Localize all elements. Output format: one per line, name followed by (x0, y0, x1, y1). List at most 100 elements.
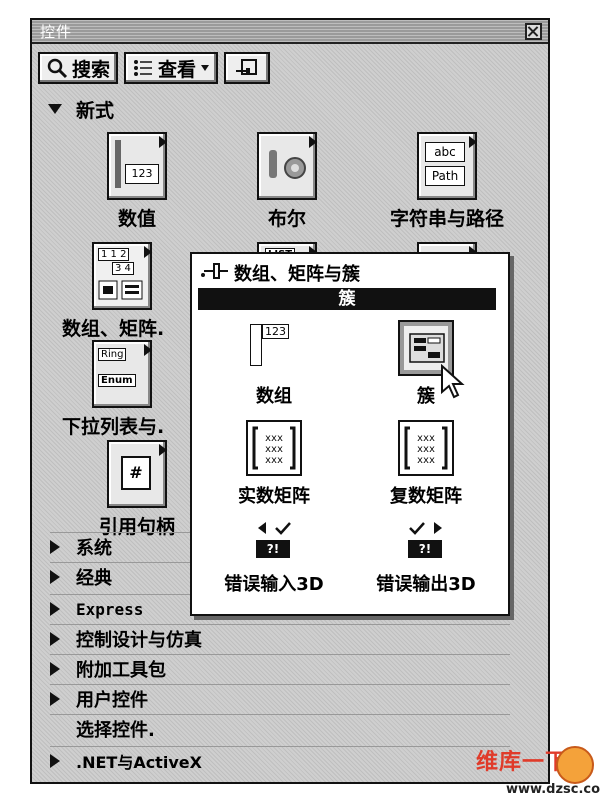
mouse-cursor-icon (440, 363, 466, 404)
category-label: 经典 (76, 568, 112, 589)
close-icon[interactable] (525, 23, 542, 40)
submenu-item-label: 簇 (417, 386, 435, 407)
palette-item-label: 字符串与路径 (389, 208, 504, 230)
submenu-item-label: 实数矩阵 (238, 486, 310, 507)
section-new[interactable]: 新式 (48, 96, 114, 122)
watermark-url: www.dzsc.com (506, 782, 600, 797)
palette-item-string-path[interactable]: abc Path 字符串与路径 (362, 132, 532, 231)
string-control-icon: abc Path (417, 132, 477, 200)
array-control-icon: 1 1 2 3 4 (92, 242, 152, 310)
palette-toolbar: 搜索 查看 (38, 52, 271, 88)
expand-down-icon (48, 104, 62, 114)
palette-item-label: 下拉列表与. (62, 416, 165, 438)
submenu-arrow-icon (144, 246, 152, 258)
error-icon-text: ?! (256, 540, 290, 558)
numeric-icon-text: 123 (125, 164, 159, 184)
palette-item-boolean[interactable]: 布尔 (212, 132, 362, 231)
category-user-controls[interactable]: 用户控件 (50, 684, 510, 713)
array-icon-text: 1 1 2 (98, 248, 130, 261)
search-icon (46, 57, 68, 79)
category-label: 系统 (76, 538, 112, 559)
submenu-arrow-icon (159, 136, 167, 148)
watermark-logo: 维库一下 www.dzsc.com (466, 740, 600, 804)
category-label: 附加工具包 (76, 660, 166, 681)
submenu-arrow-icon (159, 444, 167, 456)
section-new-label: 新式 (76, 99, 115, 122)
error-icon-text: ?! (408, 540, 442, 558)
array-icon-text-2: 3 4 (112, 262, 134, 275)
submenu-item-error-in[interactable]: ?! 错误输入3D (204, 520, 344, 596)
category-label: 用户控件 (76, 690, 148, 711)
window-title: 控件 (40, 23, 73, 41)
watermark-text: 维库一下 (476, 750, 569, 775)
array-icon: 123 (246, 320, 302, 376)
palette-item-numeric[interactable]: 123 数值 (62, 132, 212, 231)
svg-text:xxx: xxx (265, 433, 283, 444)
svg-text:xxx: xxx (265, 455, 283, 466)
view-button[interactable]: 查看 (124, 52, 219, 84)
cluster-icon (398, 320, 454, 376)
view-button-label: 查看 (158, 58, 197, 81)
dropdown-icon (200, 63, 210, 73)
refnum-control-icon: # (107, 440, 167, 508)
ring-enum-control-icon: Ring Enum (92, 340, 152, 408)
submenu-item-cluster[interactable]: 簇 (356, 320, 496, 408)
expand-right-icon (50, 540, 60, 554)
array-icon-text: 123 (262, 324, 289, 339)
enum-icon-text: Enum (98, 374, 136, 387)
svg-text:xxx: xxx (417, 433, 435, 444)
submenu-title: 数组、矩阵与簇 (200, 260, 360, 286)
category-control-design[interactable]: 控制设计与仿真 (50, 624, 510, 653)
svg-text:xxx: xxx (417, 444, 435, 455)
ring-icon-text: Ring (98, 348, 127, 361)
category-label: .NET与ActiveX (76, 753, 202, 772)
submenu-arrow-icon (144, 344, 152, 356)
category-addons[interactable]: 附加工具包 (50, 654, 510, 683)
submenu-title-text: 数组、矩阵与簇 (234, 264, 360, 285)
expand-right-icon (50, 632, 60, 646)
palette-item-label: 布尔 (267, 208, 306, 230)
palette-item-array-matrix[interactable]: 1 1 2 3 4 数组、矩阵. (62, 242, 182, 341)
expand-right-icon (50, 692, 60, 706)
expand-right-icon (50, 570, 60, 584)
submenu-item-label: 数组 (256, 386, 292, 407)
error-out-icon: ?! (398, 520, 454, 564)
svg-text:xxx: xxx (265, 444, 283, 455)
category-label: 选择控件. (76, 720, 155, 741)
palette-item-ring-enum[interactable]: Ring Enum 下拉列表与. (62, 340, 182, 439)
title-bar[interactable]: 控件 (32, 20, 548, 44)
submenu-item-error-out[interactable]: ?! 错误输出3D (356, 520, 496, 596)
svg-text:xxx: xxx (417, 455, 435, 466)
mascot-icon (556, 746, 594, 784)
refnum-icon-text: # (121, 456, 151, 490)
search-button[interactable]: 搜索 (38, 52, 119, 84)
pin-icon (234, 57, 260, 79)
submenu-item-label: 复数矩阵 (390, 486, 462, 507)
category-label: 控制设计与仿真 (76, 630, 202, 651)
expand-right-icon (50, 754, 60, 768)
view-options-icon (132, 57, 154, 79)
palette-item-label: 数组、矩阵. (62, 318, 165, 340)
submenu-item-label: 错误输出3D (376, 574, 476, 595)
submenu-item-label: 错误输入3D (224, 574, 324, 595)
category-select-control[interactable]: 选择控件. (50, 714, 510, 743)
boolean-control-icon (257, 132, 317, 200)
submenu-item-array[interactable]: 123 数组 (204, 320, 344, 408)
pin-button[interactable] (224, 52, 271, 84)
submenu-highlight-bar: 簇 (198, 288, 496, 310)
category-label: Express (76, 599, 144, 619)
search-button-label: 搜索 (72, 58, 111, 81)
string-icon-text: abc (425, 142, 465, 162)
pin-icon[interactable] (200, 262, 230, 285)
numeric-control-icon: 123 (107, 132, 167, 200)
submenu-arrow-icon (469, 136, 477, 148)
path-icon-text: Path (425, 166, 465, 186)
category-dotnet-activex[interactable]: .NET与ActiveX (50, 746, 510, 775)
submenu-arrow-icon (309, 136, 317, 148)
error-in-icon: ?! (246, 520, 302, 564)
